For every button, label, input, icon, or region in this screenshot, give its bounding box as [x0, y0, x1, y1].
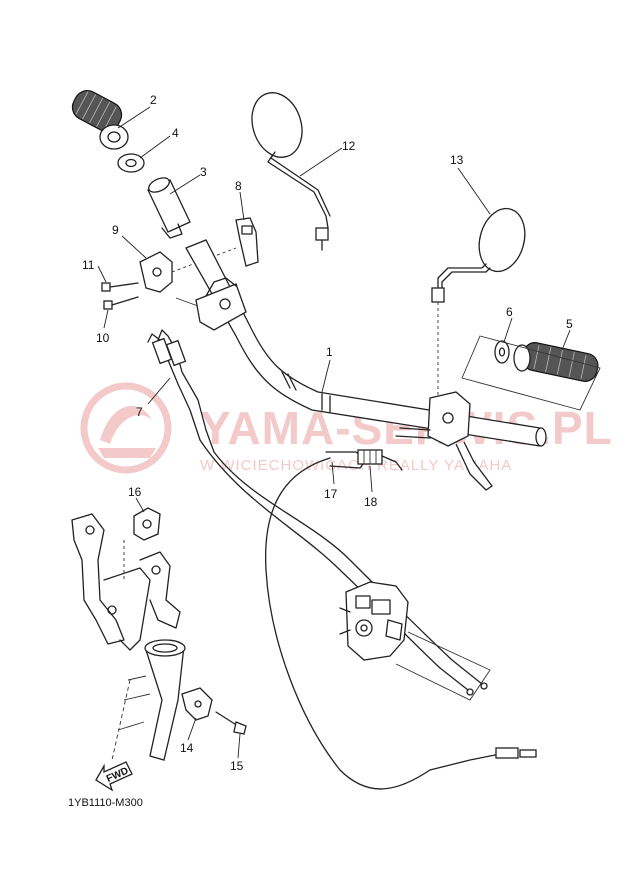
left-switch-block[interactable] [175, 277, 247, 331]
callout-6[interactable]: 6 [506, 305, 513, 319]
callout-13[interactable]: 13 [450, 153, 464, 167]
callout-2[interactable]: 2 [150, 93, 157, 107]
throttle-housing-lower[interactable] [139, 251, 173, 293]
callout-7[interactable]: 7 [136, 405, 143, 419]
fwd-arrow-icon: FWD [95, 761, 133, 792]
callout-11[interactable]: 11 [82, 258, 95, 272]
watermark-logo [80, 382, 172, 474]
handlebar[interactable] [185, 239, 547, 447]
front-fork [111, 639, 186, 761]
callout-10[interactable]: 10 [96, 331, 110, 345]
throttle-grip-tube[interactable] [146, 175, 191, 239]
callout-1[interactable]: 1 [326, 345, 333, 359]
right-mirror[interactable] [431, 203, 532, 396]
left-mirror[interactable] [244, 86, 331, 251]
watermark-subtitle: W WICIECHOWICACH REALLY YAMAHA [200, 457, 512, 474]
fwd-label: FWD [105, 766, 130, 785]
bolt-15[interactable] [215, 711, 247, 735]
callout-5[interactable]: 5 [566, 317, 573, 331]
grip-end-washer[interactable] [494, 340, 510, 364]
callout-16[interactable]: 16 [128, 485, 142, 499]
callout-15[interactable]: 15 [230, 759, 244, 773]
frame-bracket [71, 513, 181, 651]
callout-8[interactable]: 8 [235, 179, 242, 193]
cable-holder[interactable] [181, 687, 213, 721]
callout-17[interactable]: 17 [324, 487, 338, 501]
callout-18[interactable]: 18 [364, 495, 378, 509]
grip-washer[interactable] [117, 153, 145, 173]
right-grip[interactable] [513, 340, 600, 383]
screw-11[interactable] [101, 282, 139, 292]
callout-4[interactable]: 4 [172, 126, 179, 140]
callouts: 2 4 3 8 9 11 10 12 13 5 6 1 7 16 17 18 1… [82, 93, 573, 773]
diagram-code: 1YB1110-M300 [68, 797, 143, 809]
callout-12[interactable]: 12 [342, 139, 356, 153]
throttle-housing-upper[interactable] [235, 217, 259, 267]
screw-10[interactable] [103, 296, 139, 310]
throttle-body [339, 581, 491, 701]
leader-lines [97, 106, 571, 759]
clutch-lever-holder[interactable] [395, 391, 493, 491]
callout-9[interactable]: 9 [112, 223, 119, 237]
clutch-cable[interactable] [264, 449, 537, 790]
callout-3[interactable]: 3 [200, 165, 207, 179]
callout-14[interactable]: 14 [180, 741, 194, 755]
throttle-cable[interactable] [147, 329, 488, 696]
left-grip[interactable] [68, 86, 129, 150]
cable-guide-clamp[interactable] [133, 507, 161, 541]
